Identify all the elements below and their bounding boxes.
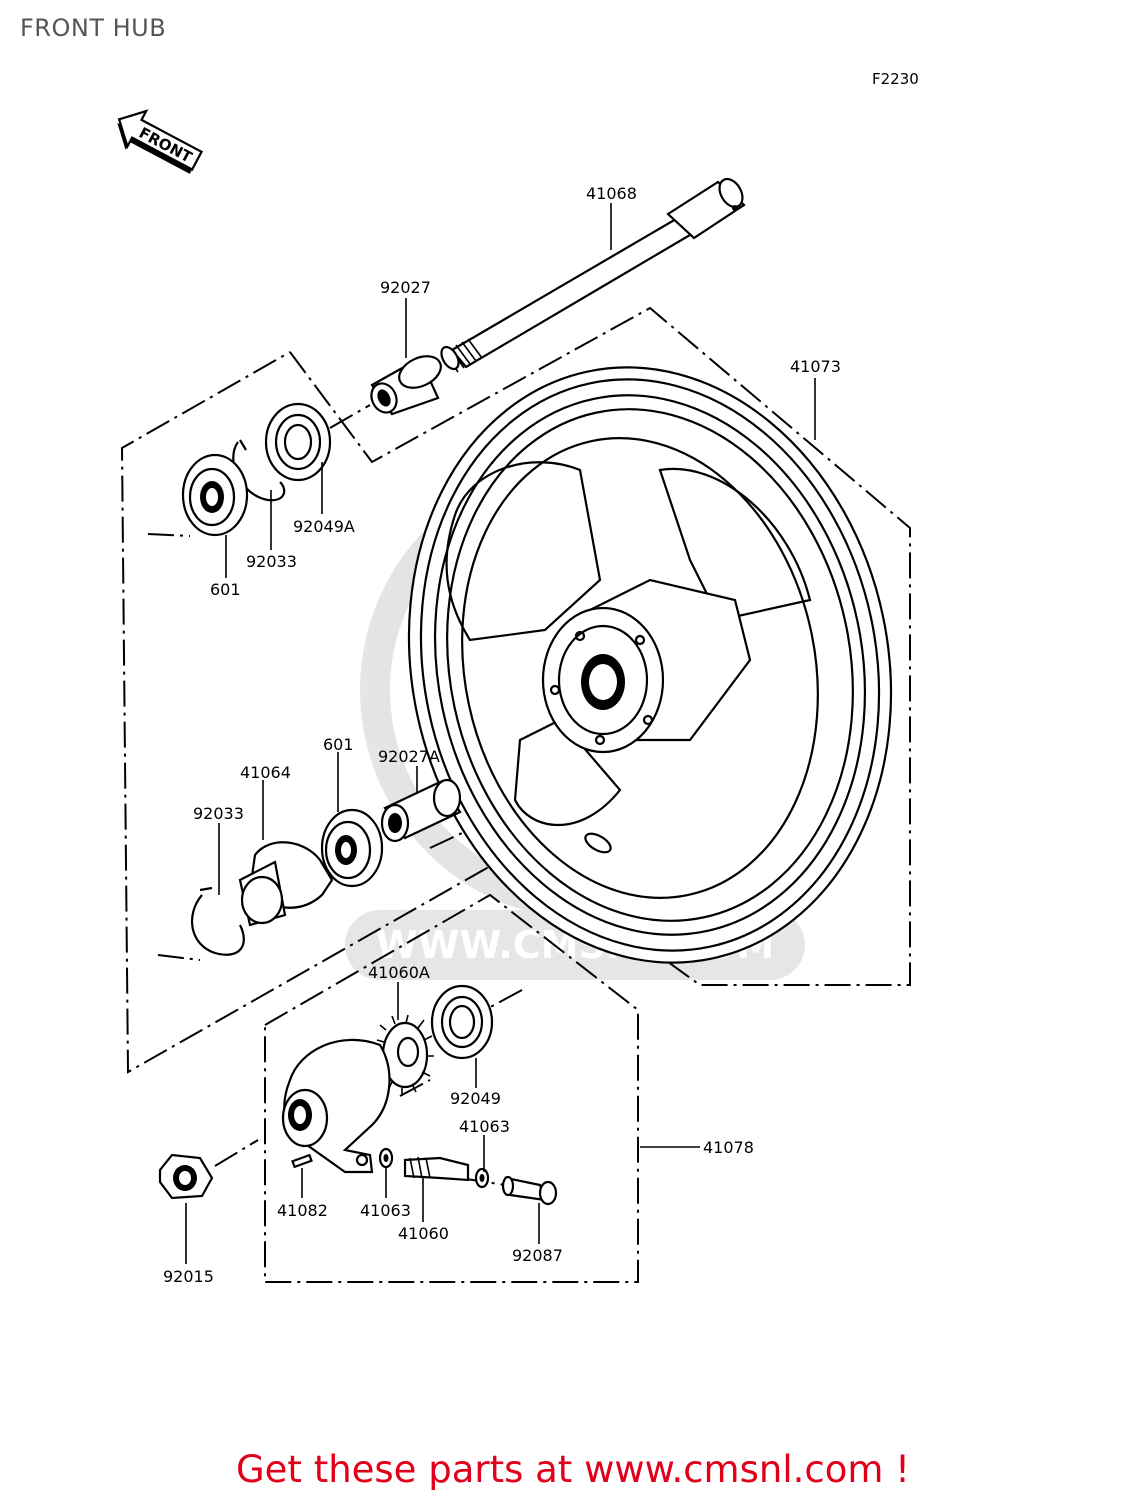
axle xyxy=(440,177,746,373)
bearing-601-right xyxy=(320,808,384,888)
gear-housing xyxy=(281,1038,391,1174)
wheel-41073 xyxy=(407,366,893,964)
circlip-92033-right xyxy=(190,886,245,956)
oil-seal-92049 xyxy=(430,984,494,1060)
label-92087: 92087 xyxy=(512,1246,563,1265)
label-41060: 41060 xyxy=(398,1224,449,1243)
collar-92027 xyxy=(370,355,442,416)
label-92015: 92015 xyxy=(163,1267,214,1286)
footer-link-text[interactable]: Get these parts at www.cmsnl.com ! xyxy=(235,1448,910,1491)
label-601-left: 601 xyxy=(210,580,241,599)
leader-lines xyxy=(185,203,816,1264)
label-41064: 41064 xyxy=(240,763,291,782)
washer-41063-b xyxy=(474,1167,490,1189)
bushing-92087 xyxy=(501,1175,558,1206)
pin-41082 xyxy=(291,1153,313,1169)
collar-92027A xyxy=(380,778,462,843)
page-title: FRONT HUB xyxy=(20,14,167,42)
label-41078: 41078 xyxy=(703,1138,754,1157)
pinion-41060 xyxy=(403,1156,470,1182)
retainer-41064 xyxy=(238,841,334,927)
oil-seal-92049A xyxy=(264,402,332,482)
diagram-code: F2230 xyxy=(872,70,919,88)
label-41073: 41073 xyxy=(790,357,841,376)
label-92033-left: 92033 xyxy=(246,552,297,571)
label-41060A: 41060A xyxy=(368,963,430,982)
label-601-right: 601 xyxy=(323,735,354,754)
part-labels: 41068 92027 41073 92049A 92033 601 41064… xyxy=(163,184,841,1286)
label-92049: 92049 xyxy=(450,1089,501,1108)
label-41068: 41068 xyxy=(586,184,637,203)
circlip-92033-left xyxy=(232,439,286,502)
label-41063-lower: 41063 xyxy=(360,1201,411,1220)
washer-41063-a xyxy=(378,1147,394,1169)
front-arrow-icon: FRONT xyxy=(117,109,204,174)
nut-92015 xyxy=(158,1153,214,1200)
label-92027: 92027 xyxy=(380,278,431,297)
label-41063-upper: 41063 xyxy=(459,1117,510,1136)
label-92033-right: 92033 xyxy=(193,804,244,823)
label-92027A: 92027A xyxy=(378,747,440,766)
label-41082: 41082 xyxy=(277,1201,328,1220)
bearing-601-left xyxy=(181,453,249,537)
label-92049A: 92049A xyxy=(293,517,355,536)
